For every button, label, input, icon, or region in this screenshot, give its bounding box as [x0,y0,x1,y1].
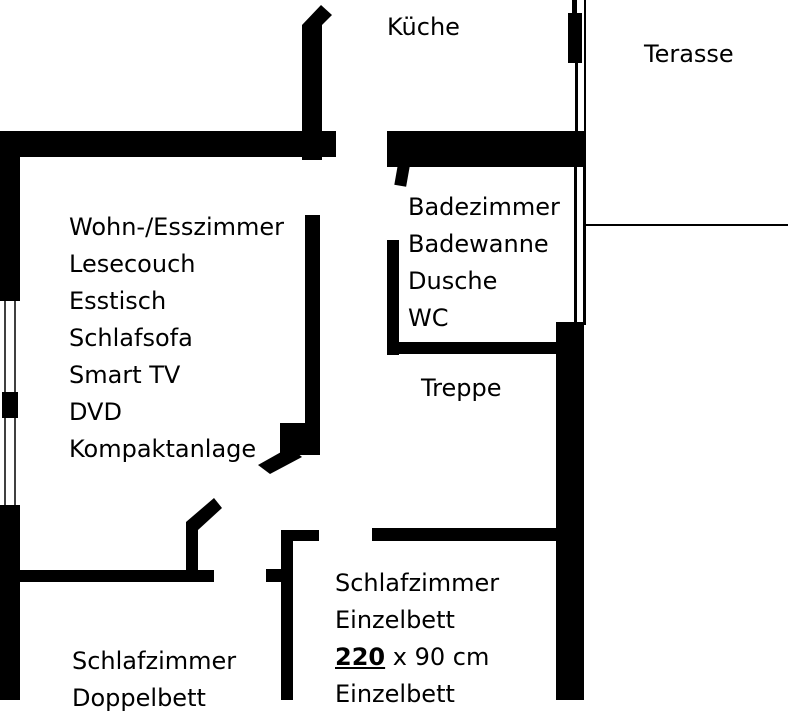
living-door-diagonal [258,447,302,474]
single-bedroom-west-stub [266,569,290,582]
single-bedroom-north-wall-left [281,530,319,541]
living-west-wall-upper [0,145,6,175]
kitchen-east-wall-upper [572,0,577,15]
single-bedroom-west-wall [281,530,293,700]
bathroom-item: Dusche [408,267,498,295]
double-bedroom-label: Schlafzimmer [72,647,237,675]
living-east-wall [305,215,320,455]
living-item: Lesecouch [69,250,196,278]
living-item: Smart TV [69,361,181,389]
bed-length: 220 [335,643,386,671]
living-item: Esstisch [69,287,167,315]
bathroom-label: Badezimmer [408,193,560,221]
single-bed-2: Einzelbett [335,680,455,708]
single-bed-1: Einzelbett [335,606,455,634]
living-south-door-stub [186,522,198,580]
living-room-items: Lesecouch Esstisch Schlafsofa Smart TV D… [69,246,256,468]
terrace-outline [584,0,788,226]
living-south-wall [18,570,214,582]
kitchen-wall-diagonal [302,5,332,160]
floor-plan [0,0,788,700]
kitchen-east-wall-lower [575,63,578,131]
bed-width: x 90 cm [392,643,490,671]
bath-west-wall [387,240,399,355]
bath-south-wall [387,342,567,354]
kitchen-east-wall [568,13,582,63]
kitchen-label: Küche [387,13,460,41]
bath-north-wall [387,131,585,167]
double-bed: Doppelbett [72,684,206,712]
living-north-wall [0,131,336,157]
bathroom-item: Badewanne [408,230,549,258]
single-bedroom-label: Schlafzimmer [335,569,500,597]
living-room-label: Wohn-/Esszimmer [69,213,285,241]
single-bed-dimensions: 220 x 90 cm [335,639,489,676]
living-item: DVD [69,398,122,426]
single-bedroom-north-wall-right [372,528,558,541]
living-item: Kompaktanlage [69,435,257,463]
living-item: Schlafsofa [69,324,193,352]
bath-door-stub [394,157,411,187]
living-west-wall-bottom [0,505,20,700]
bath-east-wall-thin [574,167,577,325]
living-south-door-diagonal [186,498,222,530]
window-mullion [2,392,18,418]
bathroom-items: Badewanne Dusche WC [408,226,549,337]
bath-east-wall-thin-2 [583,167,586,325]
east-corridor-wall [556,322,584,700]
bathroom-item: WC [408,304,449,332]
stairs-label: Treppe [421,374,502,402]
terrace-label: Terasse [644,40,734,68]
